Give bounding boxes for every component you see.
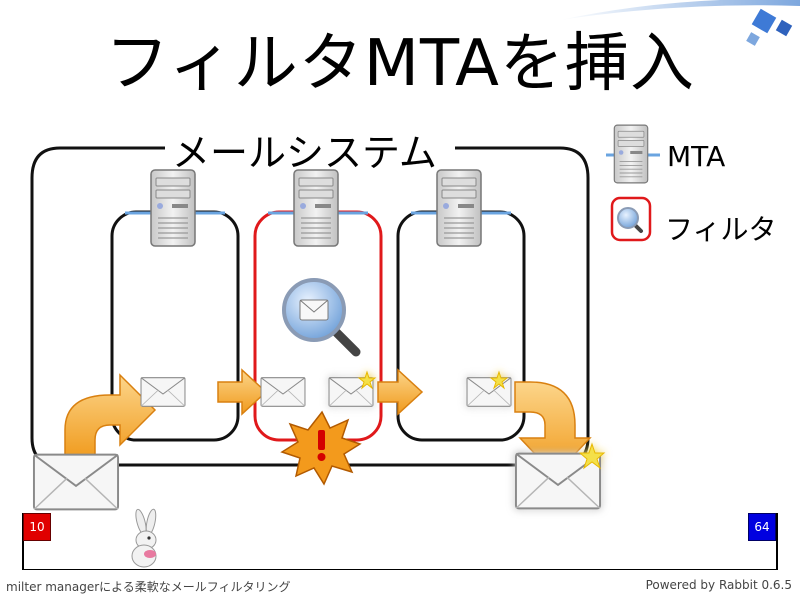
footer-powered-by: Powered by Rabbit 0.6.5 (645, 578, 792, 592)
arrow-icon (64, 373, 157, 461)
header-swoosh-decoration (560, 0, 800, 46)
magnifier-mail-icon (282, 278, 361, 357)
mail-system-diagram (30, 124, 660, 511)
current-page-flag: 10 (23, 513, 51, 541)
mail-system-label: メールシステム (172, 131, 437, 175)
total-pages-flag: 64 (748, 513, 776, 541)
rabbit-mascot-icon (131, 508, 157, 568)
legend-mta-label: MTA (667, 140, 726, 173)
arrow-icon (377, 368, 424, 416)
legend-mta-icon (606, 124, 660, 184)
mail-icon (140, 377, 186, 407)
mail-icon (260, 377, 306, 407)
server-icon (293, 169, 339, 247)
server-icon (436, 169, 482, 247)
current-page-flag-pole (22, 513, 24, 569)
progress-baseline (22, 569, 778, 570)
arrow-icon (217, 368, 268, 416)
footer-presentation-title: milter managerによる柔軟なメールフィルタリング (6, 580, 291, 594)
approved-mail-icon (466, 370, 512, 407)
alert-burst-icon (280, 410, 362, 486)
slide-title: フィルタMTAを挿入 (105, 27, 695, 101)
approved-mail-icon (328, 370, 377, 407)
incoming-mail-icon (32, 453, 120, 511)
delivered-mail-icon (514, 442, 606, 510)
server-icon (150, 169, 196, 247)
legend-filter-label: フィルタ (665, 213, 777, 246)
legend-filter-icon (610, 196, 652, 242)
total-pages-flag-pole (776, 513, 778, 569)
